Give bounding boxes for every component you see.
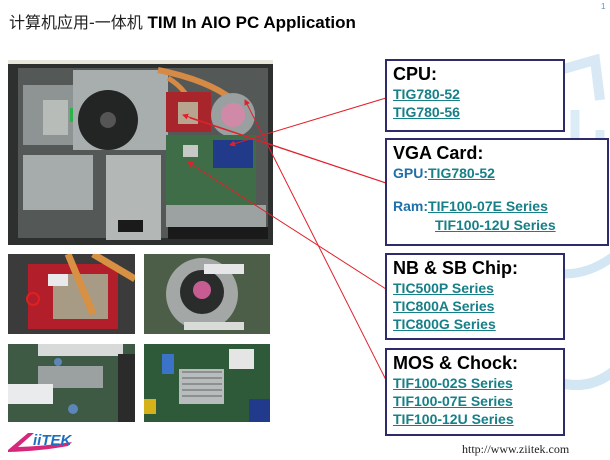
cpu-fan-closeup-photo	[144, 254, 270, 334]
nb-sb-chip-callout: NB & SB Chip: TIC500P Series TIC800A Ser…	[385, 253, 565, 340]
vga-card-illustration	[8, 254, 135, 334]
mos-link-tif100-12u[interactable]: TIF100-12U Series	[393, 411, 514, 427]
mos-link-tif100-02s[interactable]: TIF100-02S Series	[393, 375, 513, 391]
slide-title-english: TIM In AIO PC Application	[147, 13, 356, 32]
page-number: 1	[601, 2, 606, 11]
logo-text: iiTEK	[33, 432, 73, 449]
cpu-link-tig780-56[interactable]: TIG780-56	[393, 104, 460, 120]
arrow-mos	[244, 99, 387, 381]
chipset-heatsink-closeup-photo	[144, 344, 270, 422]
vga-card-callout: VGA Card: GPU:TIG780-52 Ram:TIF100-07E S…	[385, 138, 609, 246]
slide-title-chinese: 计算机应用-一体机	[9, 13, 143, 32]
arrow-cpu	[229, 97, 387, 147]
nb-sb-link-tic800g[interactable]: TIC800G Series	[393, 316, 496, 332]
mos-heatsink-closeup-photo	[8, 344, 135, 422]
nb-sb-heading: NB & SB Chip:	[393, 258, 518, 278]
cpu-link-tig780-52[interactable]: TIG780-52	[393, 86, 460, 102]
aio-internal-illustration	[8, 60, 273, 245]
aio-internal-overview-photo	[8, 60, 273, 245]
gpu-link-tig780-52[interactable]: TIG780-52	[428, 165, 495, 181]
ram-link-tif100-12u[interactable]: TIF100-12U Series	[435, 217, 556, 233]
nb-sb-link-tic800a[interactable]: TIC800A Series	[393, 298, 495, 314]
ram-row: Ram:TIF100-07E Series	[393, 197, 601, 216]
fan-illustration	[144, 254, 270, 334]
gpu-row: GPU:TIG780-52	[393, 164, 601, 183]
ziitek-logo-mark: iiTEK	[8, 432, 73, 452]
mos-heatsink-illustration	[8, 344, 135, 422]
mos-link-tif100-07e[interactable]: TIF100-07E Series	[393, 393, 513, 409]
arrow-nb-sb	[187, 161, 387, 290]
ram-label: Ram:	[393, 198, 429, 214]
arrow-vga-ram	[189, 117, 387, 184]
mos-chock-callout: MOS & Chock: TIF100-02S Series TIF100-07…	[385, 348, 565, 436]
chipset-heatsink-illustration	[144, 344, 270, 422]
nb-sb-link-tic500p[interactable]: TIC500P Series	[393, 280, 494, 296]
mos-heading: MOS & Chock:	[393, 353, 519, 373]
vga-card-closeup-photo	[8, 254, 135, 334]
ram-row-2: TIF100-12U Series	[393, 216, 601, 235]
cpu-callout: CPU: TIG780-52 TIG780-56	[385, 59, 565, 132]
vga-heading: VGA Card:	[393, 143, 484, 163]
cpu-heading: CPU:	[393, 64, 437, 84]
footer-url[interactable]: http://www.ziitek.com	[462, 442, 570, 456]
ziitek-logo: iiTEK	[6, 428, 86, 454]
gpu-label: GPU:	[393, 165, 428, 181]
slide-title: 计算机应用-一体机 TIM In AIO PC Application	[9, 9, 356, 33]
ram-link-tif100-07e[interactable]: TIF100-07E Series	[428, 198, 548, 214]
